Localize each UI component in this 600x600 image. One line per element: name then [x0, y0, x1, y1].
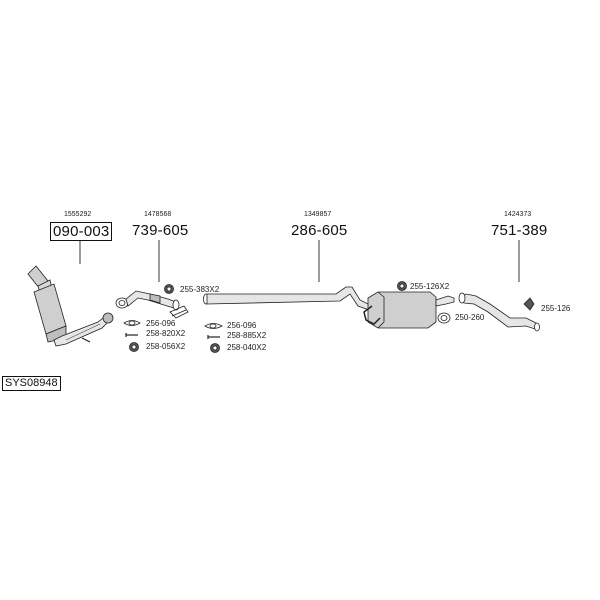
part-number[interactable]: 286-605	[291, 222, 348, 239]
clamp-icon	[437, 312, 451, 324]
front-pipe-drawing	[115, 290, 189, 319]
hardware-label: 258-040X2	[227, 343, 267, 352]
rubber-hanger-icon	[523, 297, 535, 311]
gasket-icon	[123, 320, 141, 326]
hardware-label: 258-820X2	[146, 329, 186, 338]
hardware-label: 256-096	[146, 319, 176, 328]
leader-lines	[79, 240, 520, 282]
oe-number: 1478568	[144, 211, 172, 218]
oe-number: 1555292	[64, 211, 92, 218]
nut-icon	[129, 342, 139, 352]
hardware-label: 258-885X2	[227, 331, 267, 340]
hardware-label: 255-383X2	[180, 285, 220, 294]
part-number[interactable]: 090-003	[50, 222, 113, 241]
hardware-label: 250-260	[455, 313, 485, 322]
nut-icon	[210, 343, 220, 353]
hardware-label: 258-056X2	[146, 342, 186, 351]
gasket-icon	[204, 323, 223, 329]
hardware-label: 256-096	[227, 321, 257, 330]
hardware-label: 255-126X2	[410, 282, 450, 291]
hardware-icons	[123, 281, 535, 353]
bolt-icon	[207, 335, 220, 339]
part-number[interactable]: 739-605	[132, 222, 189, 239]
middle-pipe-silencer-drawing	[203, 286, 455, 329]
bolt-icon	[125, 333, 138, 337]
oe-number: 1349857	[304, 211, 332, 218]
rubber-hanger-icon	[397, 281, 407, 291]
rear-pipe-drawing	[458, 292, 540, 332]
system-code-label: SYS08948	[2, 376, 61, 391]
oe-number: 1424373	[504, 211, 532, 218]
rubber-hanger-icon	[164, 284, 174, 294]
hardware-label: 255-126	[541, 304, 571, 313]
part-number[interactable]: 751-389	[491, 222, 548, 239]
catalytic-converter-drawing	[27, 265, 114, 347]
